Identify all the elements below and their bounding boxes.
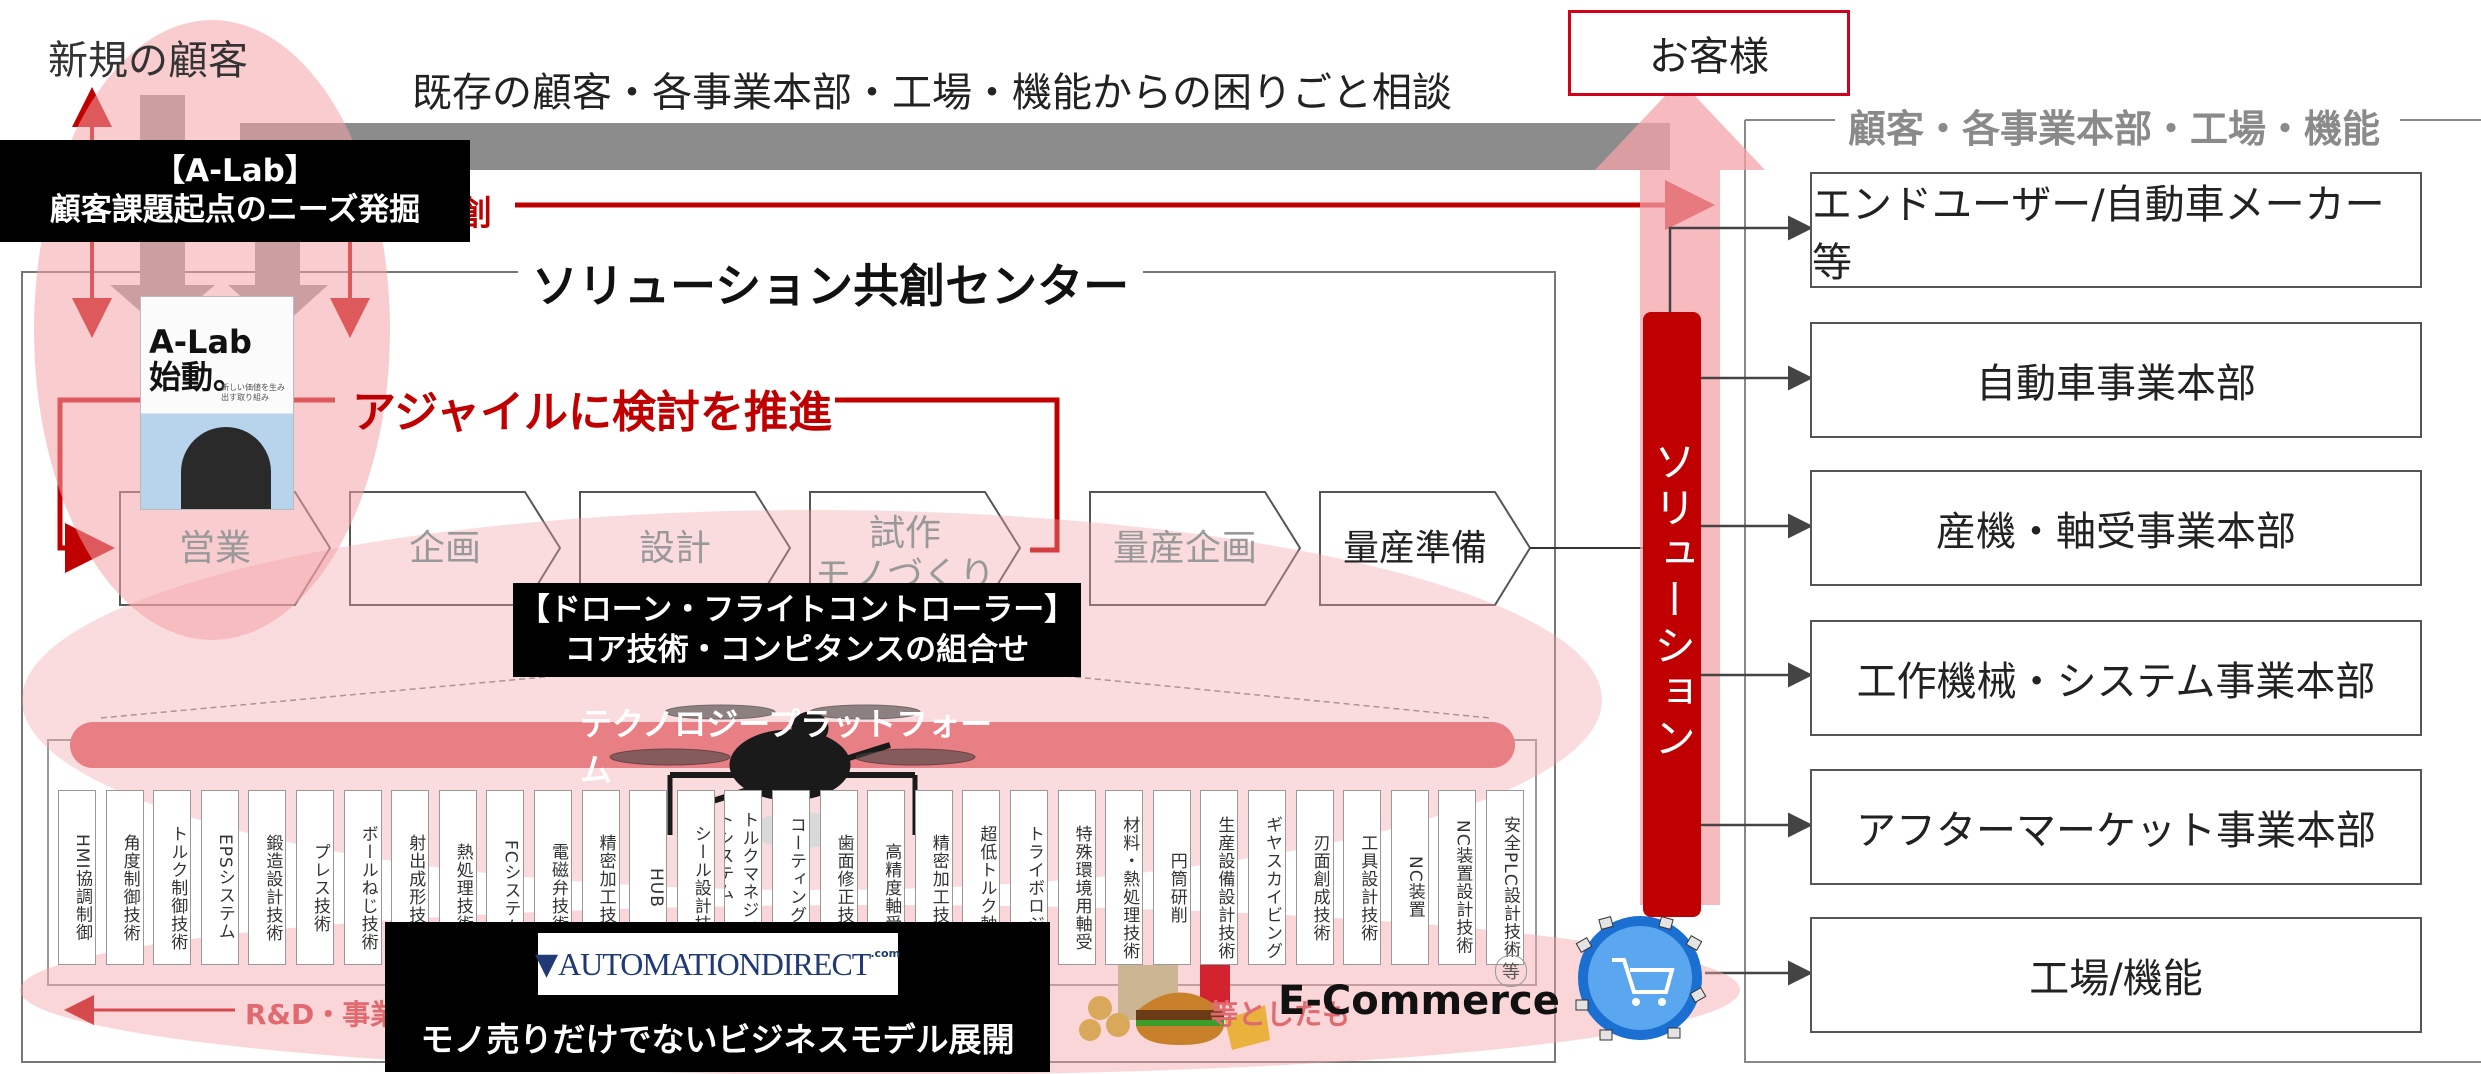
center-title: ソリューション共創センター: [518, 250, 1144, 316]
solution-bar-label: ソリューション: [1647, 440, 1697, 762]
technology-column: 材料・熱処理技術: [1105, 790, 1144, 965]
right-box-factory: 工場/機能: [1810, 917, 2422, 1033]
process-step-sales: 営業: [178, 527, 251, 569]
platform-etc: 等: [1495, 955, 1527, 987]
alab-book-cover: A-Lab 始動。 新しい価値を生み出す取り組み: [140, 296, 294, 510]
right-box-aftermarket: アフターマーケット事業本部: [1810, 769, 2422, 885]
alab-subtitle: 顧客課題起点のニーズ発掘: [49, 192, 421, 228]
technology-column: プレス技術: [296, 790, 334, 965]
book-person-illustration: [181, 427, 271, 509]
process-step-planning: 企画: [408, 527, 481, 569]
customer-box: お客様: [1568, 10, 1850, 96]
right-box-industrial-bearing: 産機・軸受事業本部: [1810, 470, 2422, 586]
technology-column: 特殊環境用軸受: [1057, 790, 1096, 965]
ecommerce-globe-icon: [1575, 916, 1707, 1041]
alab-title: 【A-Lab】: [154, 153, 316, 190]
food-illustration: [1079, 935, 1270, 1050]
technology-column: HMI協調制御: [58, 790, 96, 965]
right-box-automotive: 自動車事業本部: [1810, 322, 2422, 438]
automation-caption: モノ売りだけでないビジネスモデル展開: [420, 1020, 1015, 1059]
right-panel-frame: [1744, 119, 2481, 1063]
platform-bottom-fragment: 等としたも: [1210, 998, 1351, 1031]
process-step-mass-planning: 量産企画: [1112, 527, 1257, 569]
technology-column: 刃面創成技術: [1295, 790, 1334, 965]
technology-column: トルク制御技術: [153, 790, 192, 965]
technology-column: NC装置: [1390, 790, 1429, 965]
solution-bar-bg: [1643, 312, 1701, 917]
new-customer-label: 新規の顧客: [48, 38, 248, 84]
technology-column: 工具設計技術: [1343, 790, 1382, 965]
automation-box: ▼ AUTOMATIONDIRECT .com モノ売りだけでないビジネスモデル…: [385, 922, 1050, 1072]
right-box-machine-tools: 工作機械・システム事業本部: [1810, 620, 2422, 736]
technology-column: 生産設備設計技術: [1200, 790, 1239, 965]
alab-book-sub: 新しい価値を生み出す取り組み: [221, 383, 285, 402]
automationdirect-logo-mark: ▼: [534, 946, 559, 982]
technology-column: 角度制御技術: [105, 790, 144, 965]
technology-column: 円筒研削: [1152, 790, 1191, 965]
automationdirect-logo-text: AUTOMATIONDIRECT: [558, 945, 871, 982]
technology-column: EPSシステム: [200, 790, 239, 965]
alab-book-title: A-Lab 始動。: [149, 323, 252, 397]
ecommerce-label: E-Commerce: [1278, 978, 1560, 1024]
technology-column: ギヤスカイビング: [1248, 790, 1286, 965]
rd-label: R&D・事業: [245, 998, 399, 1031]
automationdirect-logo-suffix: .com: [870, 947, 901, 960]
consult-banner-text: 既存の顧客・各事業本部・工場・機能からの困りごと相談: [412, 70, 1452, 116]
platform-label: テクノロジープラットフォーム: [580, 705, 993, 789]
automationdirect-logo: ▼ AUTOMATIONDIRECT .com: [534, 933, 901, 995]
consult-banner-bar: [255, 123, 1670, 170]
drone-box-line2: コア技術・コンピタンスの組合せ: [564, 632, 1030, 668]
technology-column: 安全PLC設計技術: [1486, 790, 1524, 965]
alab-box: 【A-Lab】 顧客課題起点のニーズ発掘: [0, 140, 470, 242]
drone-box: 【ドローン・フライトコントローラー】 コア技術・コンピタンスの組合せ: [513, 583, 1081, 677]
technology-column: NC装置設計技術: [1438, 790, 1477, 965]
right-box-end-user: エンドユーザー/自動車メーカー等: [1810, 172, 2422, 288]
process-step-design: 設計: [638, 527, 711, 569]
process-step-mass-prep: 量産準備: [1342, 527, 1487, 569]
technology-column: ボールねじ技術: [343, 790, 382, 965]
drone-box-line1: 【ドローン・フライトコントローラー】: [518, 591, 1076, 628]
technology-column: 鍛造設計技術: [248, 790, 287, 965]
right-panel-title: 顧客・各事業本部・工場・機能: [1840, 98, 2389, 153]
agile-label: アジャイルに検討を推進: [352, 387, 833, 438]
